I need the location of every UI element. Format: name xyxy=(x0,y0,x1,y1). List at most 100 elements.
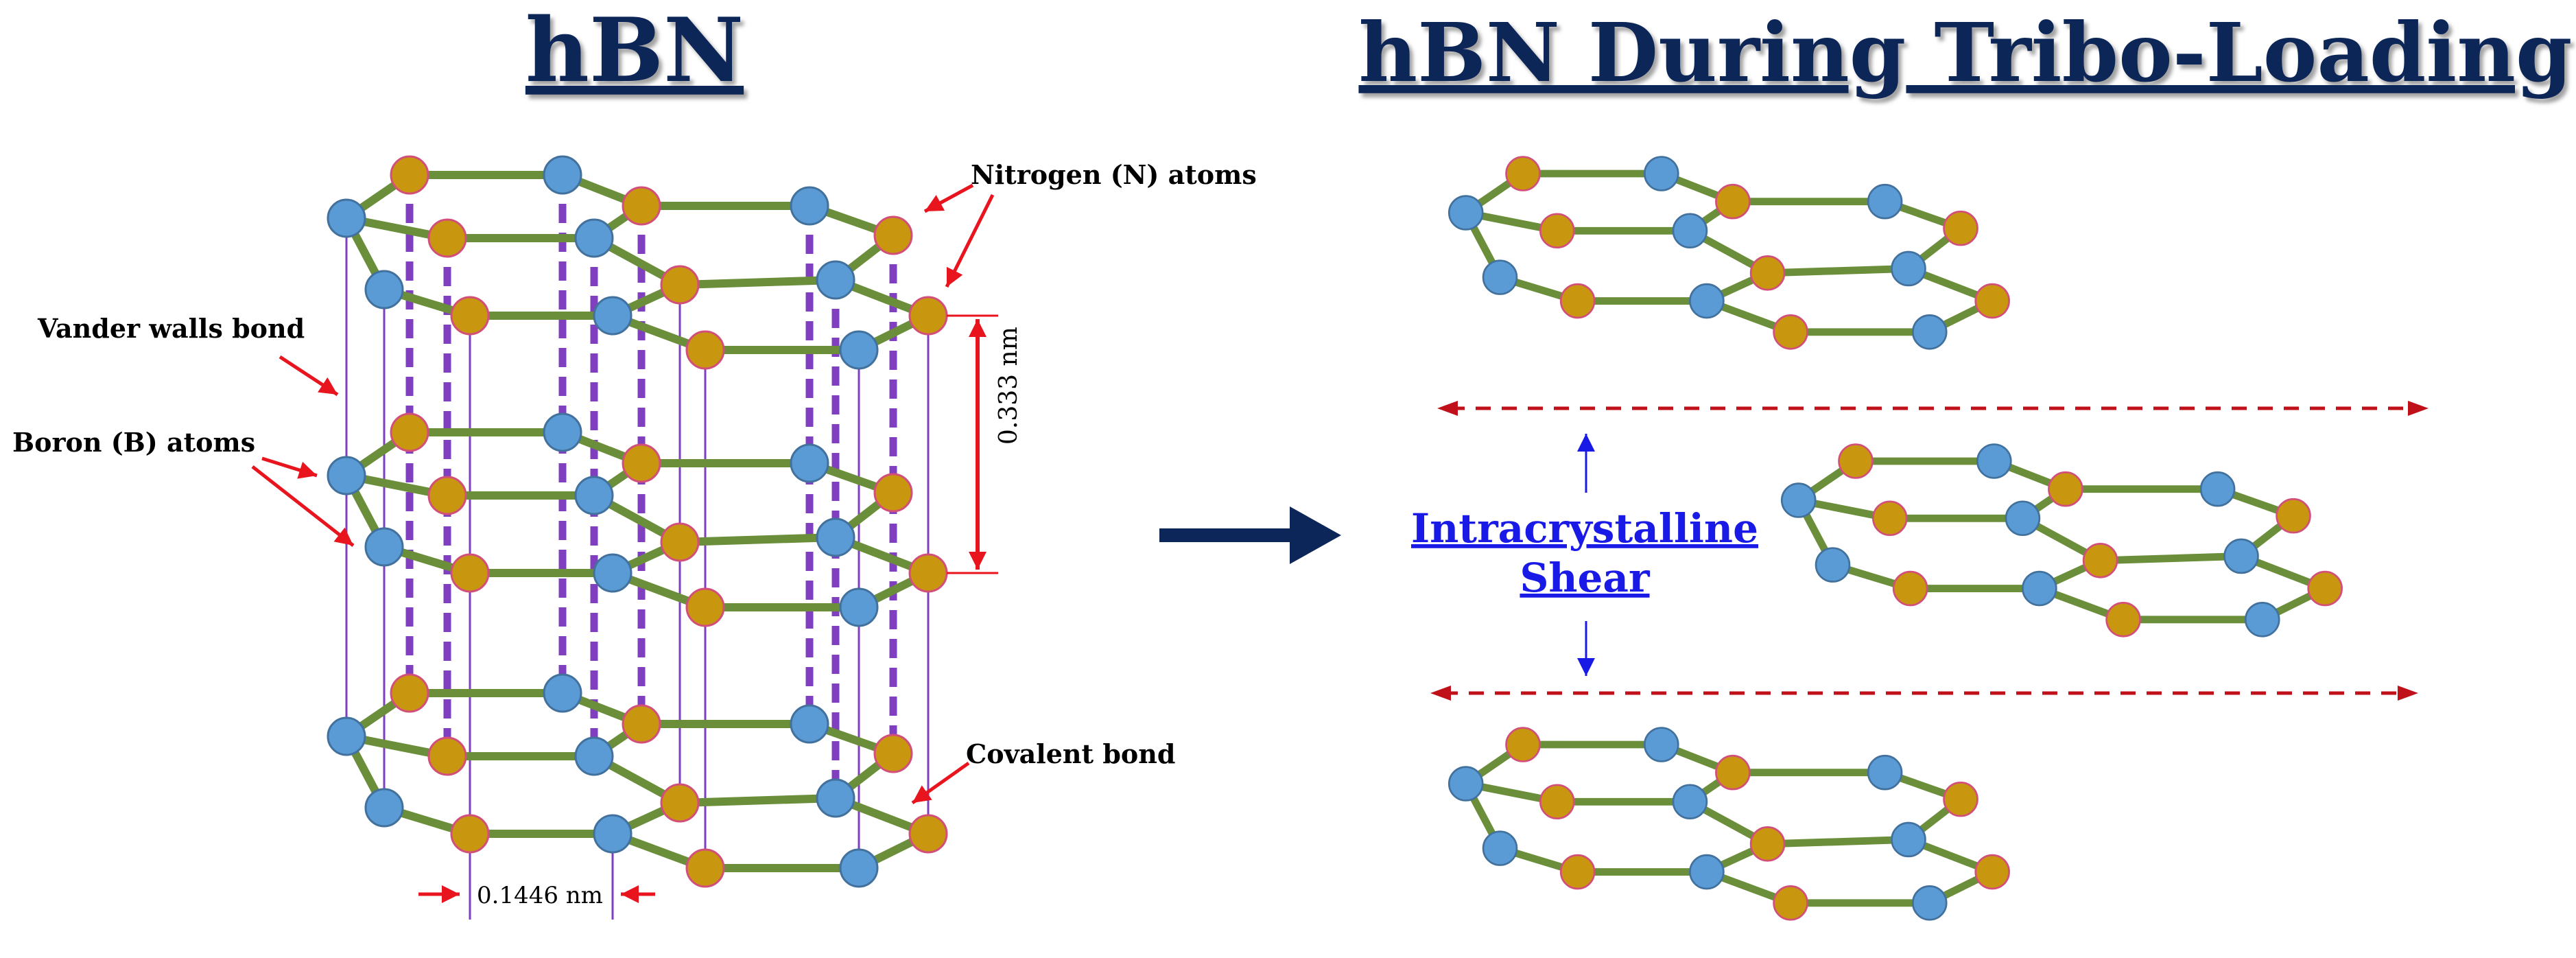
arrow-head-icon xyxy=(947,266,963,287)
nitrogen-atom xyxy=(685,330,725,370)
vander-walls-bond-label: Vander walls bond xyxy=(37,313,305,344)
nitrogen-atom xyxy=(1773,885,1808,921)
boron-atom xyxy=(2022,570,2057,607)
annotation-group: Nitrogen (N) atoms Vander walls bond Bor… xyxy=(12,159,1257,909)
boron-atom xyxy=(2244,601,2280,638)
covalent-bond xyxy=(2096,552,2245,565)
nitrogen-atom xyxy=(1539,213,1575,249)
nitrogen-atom xyxy=(1943,210,1978,246)
boron-atom xyxy=(1672,213,1708,249)
boron-atom xyxy=(790,443,829,483)
atoms xyxy=(1780,443,2343,638)
covalent-bond xyxy=(1764,265,1913,277)
nitrogen-atom xyxy=(2276,498,2311,534)
nitrogen-atom xyxy=(660,265,700,305)
boron-atom xyxy=(543,673,582,713)
nitrogen-atom xyxy=(1559,283,1596,319)
arrow-head-icon xyxy=(621,885,639,903)
nitrogen-atom xyxy=(622,704,661,744)
sheared-layer-bottom xyxy=(1447,727,2010,921)
boron-atom xyxy=(364,527,404,567)
arrow-head-icon xyxy=(1437,401,1458,416)
arrow-head-icon xyxy=(969,319,986,337)
transition-arrow-icon xyxy=(1159,506,1341,564)
nitrogen-atom xyxy=(1505,727,1541,762)
boron-atom xyxy=(574,736,614,776)
nitrogen-atom xyxy=(660,783,700,823)
nitrogen-atom xyxy=(427,476,467,515)
nitrogen-atom xyxy=(660,522,700,562)
interlayer-distance-label: 0.333 nm xyxy=(995,327,1023,445)
boron-atom xyxy=(1815,547,1851,583)
nitrogen-atom xyxy=(1974,283,2010,319)
boron-atom xyxy=(1911,314,1948,350)
nitrogen-atom xyxy=(1943,781,1978,817)
boron-atom xyxy=(1976,443,2012,479)
nitrogen-atom xyxy=(685,587,725,627)
hbn-layer-1 xyxy=(327,155,948,370)
nitrogen-atom xyxy=(1974,854,2010,890)
boron-atom xyxy=(1644,727,1679,762)
boron-atom xyxy=(1911,885,1948,921)
nitrogen-atom xyxy=(2048,471,2083,507)
nitrogen-atom xyxy=(2082,543,2118,579)
sheared-layer-middle xyxy=(1780,443,2343,638)
nitrogen-atom xyxy=(390,673,429,713)
shear-plane xyxy=(1437,401,2429,416)
nitrogen-atom xyxy=(390,412,429,452)
left-title: hBN xyxy=(525,0,744,102)
boron-atom xyxy=(574,218,614,258)
nitrogen-pointer-arrow xyxy=(945,194,995,288)
nitrogen-atom xyxy=(1749,255,1786,291)
arrow-head-icon xyxy=(442,885,460,903)
boron-atom xyxy=(816,778,855,818)
boron-atom xyxy=(543,412,582,452)
covalent-bonds xyxy=(342,689,932,872)
nitrogen-atom xyxy=(2307,570,2343,607)
boron-atom xyxy=(1689,854,1725,890)
bond-length-arrow xyxy=(621,885,655,903)
boron-atom xyxy=(1447,195,1484,231)
shear-down-arrow xyxy=(1577,621,1595,676)
arrow-shaft xyxy=(251,465,355,547)
pointer-arrows xyxy=(251,183,998,903)
boron-atom xyxy=(839,587,879,627)
nitrogen-atom xyxy=(908,296,948,336)
covalent-bond xyxy=(676,276,840,289)
arrow-head-icon xyxy=(969,552,986,570)
shear-label-line1: Intracrystalline xyxy=(1411,505,1758,552)
nitrogen-pointer-arrow xyxy=(923,183,974,213)
nitrogen-atom xyxy=(908,814,948,854)
nitrogen-atom xyxy=(622,186,661,226)
shear-planes xyxy=(1430,401,2429,701)
right-title: hBN During Tribo-Loading xyxy=(1358,5,2572,100)
atoms xyxy=(1447,156,2010,350)
boron-atom xyxy=(1891,250,1926,287)
nitrogen-atom xyxy=(1715,183,1751,220)
arrow-head-icon xyxy=(318,377,338,395)
boron-atom xyxy=(1447,766,1484,802)
nitrogen-atoms-label: Nitrogen (N) atoms xyxy=(971,159,1257,190)
boron-atom xyxy=(816,517,855,557)
sheared-layer-top xyxy=(1447,156,2010,350)
boron-atom xyxy=(327,716,366,756)
boron-atom xyxy=(364,270,404,309)
boron-atom xyxy=(593,553,633,593)
hbn-layer-3 xyxy=(327,673,948,888)
atoms xyxy=(327,673,948,888)
nitrogen-atom xyxy=(2105,601,2141,638)
vander-walls-pointer-arrow xyxy=(279,355,339,397)
nitrogen-atom xyxy=(873,215,913,255)
boron-atom xyxy=(1867,183,1903,220)
boron-atom xyxy=(1780,482,1817,518)
arrow-head-icon xyxy=(297,461,317,479)
boron-atom xyxy=(839,848,879,888)
arrow-head-icon xyxy=(2398,686,2418,701)
boron-atom xyxy=(2199,471,2236,507)
nitrogen-atom xyxy=(450,814,490,854)
bond-length-arrow xyxy=(418,885,460,903)
arrow-head-icon xyxy=(2408,401,2429,416)
boron-atom xyxy=(1482,830,1518,866)
boron-atom xyxy=(1482,259,1518,295)
